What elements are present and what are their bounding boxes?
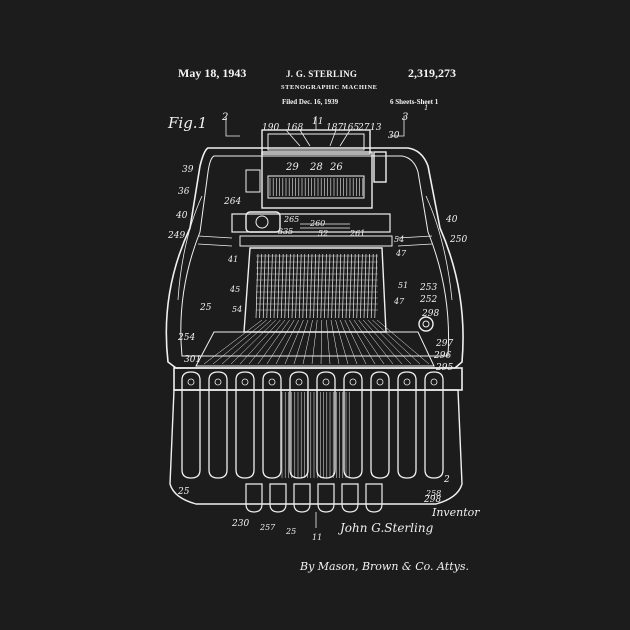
reference-numeral: 165 — [342, 123, 359, 133]
reference-numeral: 297 — [435, 339, 453, 349]
reference-numeral: 187 — [326, 123, 343, 133]
thumb-key — [365, 483, 383, 513]
patent-title: STENOGRAPHIC MACHINE — [281, 84, 378, 91]
reference-numeral: 25 — [199, 303, 212, 313]
reference-numeral: 260 — [309, 219, 325, 228]
patent-date: May 18, 1943 — [178, 66, 247, 80]
reference-numeral: 335 — [278, 227, 293, 236]
reference-numeral: 257 — [259, 523, 276, 532]
upper-key — [316, 371, 336, 479]
center-reference-numerals: 265 260 335 52 261 54 47 41 51 45 47 54 257 25 11 258 — [227, 215, 441, 542]
reference-numeral: 250 — [449, 235, 467, 245]
reference-numeral: 51 — [398, 281, 408, 290]
section-mark-2: 2 — [221, 112, 228, 123]
key-rod-lines — [281, 392, 350, 478]
reference-numeral: 40 — [445, 215, 458, 225]
reference-numeral: 28 — [309, 162, 323, 173]
reference-numeral: 25 — [285, 527, 296, 536]
reference-numeral: 298 — [423, 495, 441, 505]
reference-numeral: 29 — [285, 162, 299, 173]
upper-key — [370, 371, 390, 479]
upper-key — [424, 371, 444, 479]
type-bar-grid — [255, 253, 378, 319]
reference-numeral: 25 — [177, 487, 190, 497]
reference-numeral: 2 — [443, 475, 450, 485]
reference-numeral: 52 — [318, 229, 328, 238]
reference-numeral: 258 — [425, 489, 441, 498]
upper-key-row — [181, 371, 444, 479]
reference-numeral: 168 — [286, 123, 303, 133]
filed-date: Filed Dec. 16, 1939 — [282, 98, 339, 106]
reference-numeral: 296 — [433, 351, 451, 361]
upper-key — [262, 371, 282, 479]
sheet-count: 6 Sheets-Sheet 1 — [390, 98, 439, 106]
reference-numeral: 265 — [283, 215, 299, 224]
reference-numeral: 190 — [262, 123, 279, 133]
reference-numeral: 26 — [329, 162, 343, 173]
upper-key — [397, 371, 417, 479]
thumb-key — [245, 483, 263, 513]
reference-numeral: 11 — [312, 533, 322, 542]
keyboard — [169, 367, 463, 513]
inner-reference-numerals: 29 28 26 — [285, 162, 343, 173]
inventor-label: Inventor — [431, 506, 480, 519]
reference-numeral: 13 — [370, 123, 382, 133]
upper-key — [181, 371, 201, 479]
section-mark-3: 3 — [402, 112, 408, 123]
ribbon-mechanism — [231, 211, 393, 247]
reference-numeral: 264 — [223, 197, 241, 207]
reference-numeral: 27 — [357, 123, 370, 133]
type-bar-basket — [195, 247, 435, 367]
thumb-key — [317, 483, 335, 513]
reference-numeral: 30 — [388, 131, 400, 141]
paper-roll-ribs — [269, 178, 364, 196]
reference-numeral: 252 — [419, 295, 437, 305]
patent-number: 2,319,273 — [408, 66, 456, 80]
reference-numeral: 11 — [312, 117, 323, 127]
attorney-signature: By Mason, Brown & Co. Attys. — [299, 560, 469, 573]
thumb-key-row — [245, 483, 383, 513]
thumb-key — [341, 483, 359, 513]
reference-numeral: 253 — [419, 283, 437, 293]
reference-numeral: 40 — [175, 211, 188, 221]
upper-key — [235, 371, 255, 479]
reference-numeral: 45 — [229, 285, 240, 294]
knob — [418, 316, 434, 332]
reference-numeral: 298 — [421, 309, 439, 319]
upper-key — [343, 371, 363, 479]
linkage-fan-lines — [203, 319, 430, 365]
reference-numeral: 36 — [178, 187, 190, 197]
reference-numeral: 41 — [227, 255, 238, 264]
section-mark-1: 1 — [424, 104, 428, 112]
reference-numeral: 230 — [231, 519, 249, 529]
inventor-signature: John G.Sterling — [337, 521, 434, 535]
reference-numeral: 47 — [393, 297, 405, 306]
upper-key — [208, 371, 228, 479]
reference-numeral: 54 — [394, 235, 404, 244]
thumb-key — [269, 483, 287, 513]
left-reference-numerals: 39 36 40 249 264 25 254 301 25 230 — [167, 165, 249, 529]
reference-numeral: 39 — [182, 165, 194, 175]
reference-numeral: 249 — [167, 231, 185, 241]
reference-numeral: 54 — [232, 305, 242, 314]
inventor-name: J. G. STERLING — [286, 69, 358, 79]
reference-numeral: 295 — [435, 363, 453, 373]
reference-numeral: 261 — [349, 229, 365, 238]
reference-numeral: 47 — [395, 249, 407, 258]
reference-numeral: 254 — [177, 333, 195, 343]
thumb-key — [293, 483, 311, 513]
figure-label: Fig.1 — [167, 114, 207, 132]
dimension-lines — [225, 116, 405, 528]
reference-numeral: 301 — [184, 355, 201, 365]
upper-key — [289, 371, 309, 479]
